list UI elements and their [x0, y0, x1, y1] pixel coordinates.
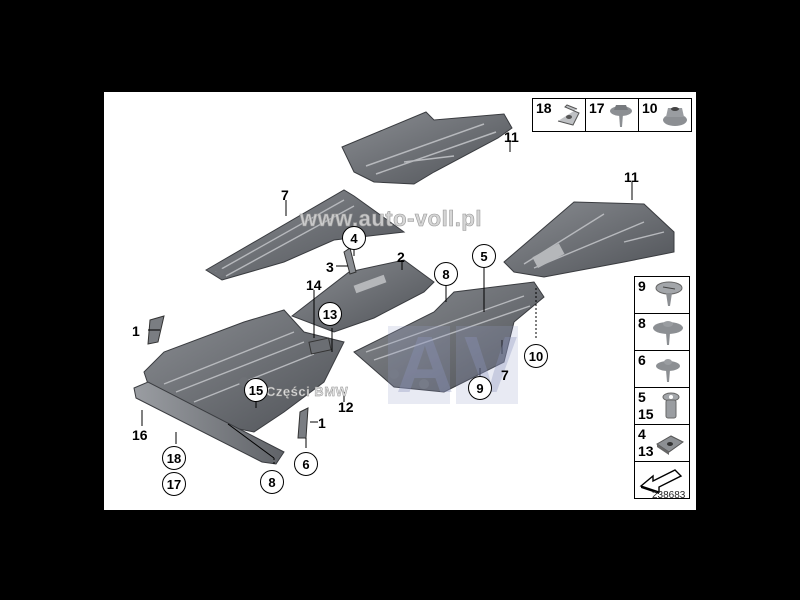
- panel-16-front-bar: [133, 381, 285, 465]
- legend-number: 8: [638, 315, 646, 331]
- legend-item-4-13: 4 13: [635, 425, 689, 462]
- hex-nut-icon: [663, 107, 687, 126]
- diagram-id-number: 238683: [652, 490, 686, 501]
- callout-17: 17: [162, 472, 186, 496]
- callout-11-right: 11: [624, 169, 639, 185]
- legend-item-17: 17: [586, 99, 639, 131]
- callout-18: 18: [162, 446, 186, 470]
- fastener-legend-side: 9 8 6 5 15 4 13: [634, 276, 690, 499]
- callout-8-lower: 8: [260, 470, 284, 494]
- legend-item-10: 10: [639, 99, 691, 131]
- callout-5: 5: [472, 244, 496, 268]
- callout-11-upper: 11: [504, 129, 519, 145]
- callout-13: 13: [318, 302, 342, 326]
- panel-7-left: [205, 189, 406, 281]
- callout-8-upper: 8: [434, 262, 458, 286]
- parts-diagram: www.auto-voll.pl A V Części BMW 11 11 7 …: [104, 92, 696, 510]
- legend-number: 13: [638, 443, 654, 459]
- legend-number: 6: [638, 352, 646, 368]
- bracket-3: [343, 247, 357, 275]
- callout-2: 2: [397, 249, 405, 265]
- legend-item-5-15: 5 15: [635, 388, 689, 425]
- collar-screw-icon: [656, 359, 680, 382]
- collar-screw-large-icon: [653, 321, 683, 345]
- legend-number: 4: [638, 426, 646, 442]
- callout-1-upper: 1: [132, 323, 140, 339]
- spring-nut-icon: [656, 435, 684, 455]
- legend-item-6: 6: [635, 351, 689, 388]
- legend-number: 17: [589, 100, 605, 116]
- legend-number: 5: [638, 389, 646, 405]
- legend-number: 15: [638, 406, 654, 422]
- panel-7-right: [353, 281, 545, 393]
- bracket-1-lower: [297, 407, 309, 439]
- callout-12: 12: [338, 399, 354, 415]
- watermark-letter-a: A: [396, 320, 454, 409]
- rivet-nut-icon: [662, 392, 680, 419]
- legend-item-8: 8: [635, 314, 689, 351]
- legend-item-arrow: [635, 462, 689, 498]
- callout-1-lower: 1: [318, 415, 326, 431]
- callout-15: 15: [244, 378, 268, 402]
- watermark-site-url: www.auto-voll.pl: [300, 206, 482, 232]
- part-14-plate: [308, 337, 332, 355]
- clip-nut-icon: [557, 104, 580, 126]
- callout-16: 16: [132, 427, 148, 443]
- panel-12-main: [143, 309, 345, 433]
- fastener-legend-top: 18 17 10: [532, 98, 692, 132]
- callout-6: 6: [294, 452, 318, 476]
- legend-number: 18: [536, 100, 552, 116]
- callout-9: 9: [468, 376, 492, 400]
- callout-3: 3: [326, 259, 334, 275]
- callout-4: 4: [342, 226, 366, 250]
- watermark-caption: Części BMW: [266, 384, 349, 399]
- callout-7-right: 7: [501, 367, 509, 383]
- legend-number: 10: [642, 100, 658, 116]
- panel-11-right: [503, 201, 675, 278]
- legend-item-9: 9: [635, 277, 689, 314]
- expanding-rivet-icon: [655, 281, 683, 306]
- legend-number: 9: [638, 278, 646, 294]
- legend-item-18: 18: [533, 99, 586, 131]
- callout-14: 14: [306, 277, 322, 293]
- panel-11-upper: [341, 111, 513, 185]
- watermark-av-logo: A V: [388, 320, 518, 409]
- leader-lines: [141, 140, 633, 466]
- hex-screw-icon: [610, 105, 632, 127]
- direction-arrow-icon: [639, 469, 683, 494]
- underbody-panels-illustration: [133, 111, 675, 466]
- callout-7-left: 7: [281, 187, 289, 203]
- callout-10: 10: [524, 344, 548, 368]
